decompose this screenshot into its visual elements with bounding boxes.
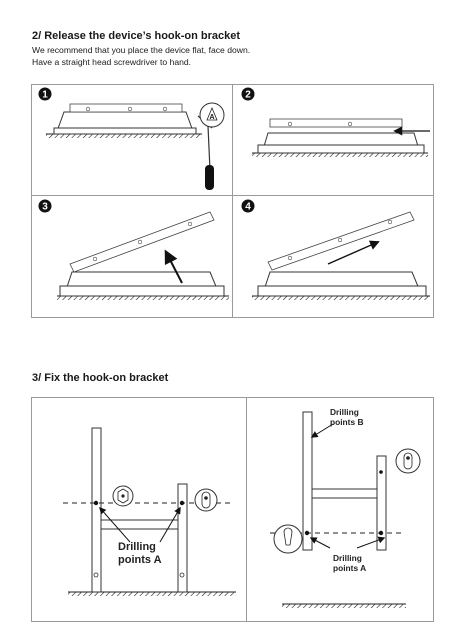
step-3-badge	[38, 199, 52, 213]
fix-right-callout-b-line-1: Drilling	[330, 407, 359, 417]
step-4-illustration: 4	[241, 199, 430, 300]
step-2-illustration: 2	[241, 87, 430, 157]
fix-left-illustration	[63, 427, 236, 596]
step-1-ground	[46, 134, 202, 138]
instruction-line-1: We recommend that you place the device f…	[32, 45, 251, 55]
step-4-number: 4	[245, 202, 251, 213]
fix-right-callout-b: Drilling points B	[330, 407, 364, 427]
step-4-badge	[241, 199, 255, 213]
step-2-badge	[241, 87, 255, 101]
step-3-illustration: 3	[38, 199, 229, 300]
fix-right-bracket-right-rail	[376, 455, 387, 551]
step-4-bracket	[267, 211, 415, 271]
step-1-inset-label: A	[209, 114, 214, 121]
step-3-number: 3	[42, 202, 48, 213]
steps-horizontal-divider	[31, 195, 434, 196]
fix-right-callout-b-line-2: points B	[330, 417, 364, 427]
section-release-title: 2/ Release the device’s hook-on bracket	[32, 30, 241, 42]
step-1-badge	[38, 87, 52, 101]
step-1-screwdriver-handle	[205, 165, 214, 190]
fix-right-callout-a: Drilling points A	[333, 553, 366, 573]
fix-right-bracket-left-rail	[302, 411, 313, 551]
step-4-arrow	[327, 240, 380, 265]
step-2-number: 2	[245, 90, 251, 101]
step-3-arrow	[164, 249, 183, 284]
fix-right-ground	[282, 604, 406, 608]
step-3-ground	[57, 296, 229, 300]
fix-right-callout-a-line-1: Drilling	[333, 553, 362, 563]
fix-left-callout-line-1: Drilling	[118, 541, 156, 553]
fix-vertical-divider	[246, 397, 247, 622]
step-1-bracket	[69, 103, 183, 113]
fix-left-bracket-right-rail	[177, 483, 188, 593]
instruction-line-2: Have a straight head screwdriver to hand…	[32, 57, 192, 67]
fix-right-callout-a-line-2: points A	[333, 563, 367, 573]
step-2-bracket	[269, 118, 403, 128]
fix-left-callout: Drilling points A	[118, 541, 162, 567]
section-fix-title: 3/ Fix the hook-on bracket	[32, 372, 169, 384]
fix-right-illustration	[270, 411, 421, 608]
step-4-ground	[252, 296, 430, 300]
fix-left-ground	[68, 592, 236, 596]
fix-left-callout-line-2: points A	[118, 554, 162, 566]
step-1-illustration: 1 A	[38, 87, 225, 190]
fix-left-bracket-crossbar	[100, 519, 179, 530]
step-1-number: 1	[42, 90, 48, 101]
steps-vertical-divider	[232, 84, 233, 318]
fix-left-bracket-left-rail	[91, 427, 102, 593]
step-2-ground	[252, 153, 428, 157]
fix-right-bracket-crossbar	[311, 488, 378, 499]
